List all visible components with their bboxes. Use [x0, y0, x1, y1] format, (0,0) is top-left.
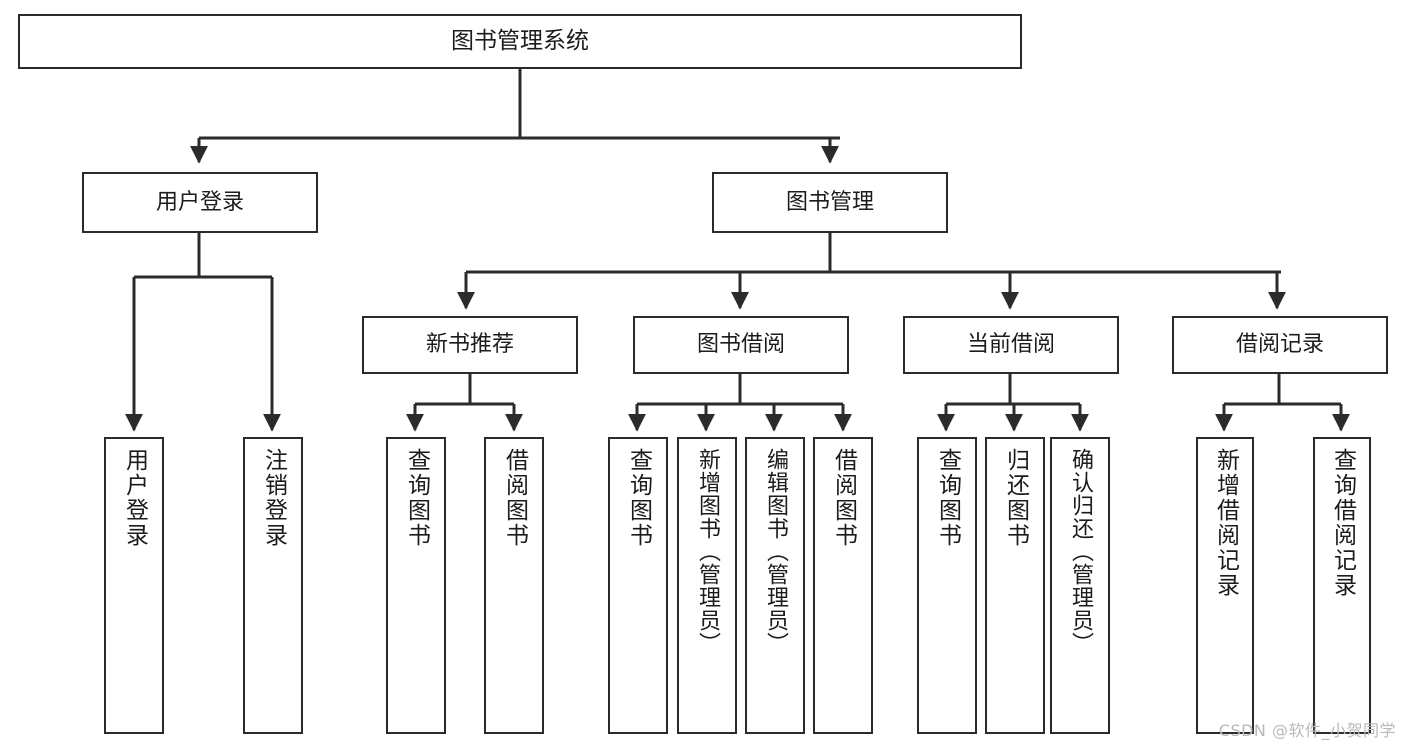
node-label: 新增图书（管理员）	[695, 448, 720, 655]
leaf-recommend-query-book[interactable]: 查询图书	[386, 437, 446, 734]
node-book-borrow[interactable]: 图书借阅	[633, 316, 849, 374]
node-borrow-records[interactable]: 借阅记录	[1172, 316, 1388, 374]
leaf-borrow-borrow-book[interactable]: 借阅图书	[813, 437, 873, 734]
node-label: 图书管理系统	[451, 27, 589, 54]
node-user-login[interactable]: 用户登录	[82, 172, 318, 233]
leaf-borrow-add-book-admin[interactable]: 新增图书（管理员）	[677, 437, 737, 734]
leaf-records-add-record[interactable]: 新增借阅记录	[1196, 437, 1254, 734]
node-label: 当前借阅	[966, 332, 1055, 358]
leaf-current-confirm-return-admin[interactable]: 确认归还（管理员）	[1050, 437, 1110, 734]
node-label: 确认归还（管理员）	[1068, 448, 1093, 655]
node-root-system[interactable]: 图书管理系统	[18, 14, 1022, 69]
node-label: 查询图书	[625, 448, 652, 548]
node-label: 查询借阅记录	[1329, 448, 1356, 598]
leaf-current-return-book[interactable]: 归还图书	[985, 437, 1045, 734]
leaf-user-login-logout[interactable]: 注销登录	[243, 437, 303, 734]
node-label: 注销登录	[260, 448, 287, 548]
node-label: 新增借阅记录	[1212, 448, 1239, 598]
node-label: 查询图书	[403, 448, 430, 548]
node-label: 用户登录	[121, 448, 148, 548]
node-new-book-recommend[interactable]: 新书推荐	[362, 316, 578, 374]
leaf-records-query-record[interactable]: 查询借阅记录	[1313, 437, 1371, 734]
node-label: 用户登录	[155, 189, 244, 215]
leaf-borrow-query-book[interactable]: 查询图书	[608, 437, 668, 734]
node-book-management[interactable]: 图书管理	[712, 172, 948, 233]
node-label: 归还图书	[1002, 448, 1029, 548]
leaf-current-query-book[interactable]: 查询图书	[917, 437, 977, 734]
leaf-recommend-borrow-book[interactable]: 借阅图书	[484, 437, 544, 734]
watermark: CSDN @软件_小贺同学	[1218, 721, 1396, 740]
leaf-borrow-edit-book-admin[interactable]: 编辑图书（管理员）	[745, 437, 805, 734]
node-label: 编辑图书（管理员）	[763, 448, 788, 655]
node-label: 借阅图书	[501, 448, 528, 548]
node-label: 新书推荐	[425, 332, 514, 358]
node-label: 查询图书	[934, 448, 961, 548]
node-label: 图书管理	[785, 189, 874, 215]
node-current-borrow[interactable]: 当前借阅	[903, 316, 1119, 374]
node-label: 图书借阅	[696, 332, 785, 358]
node-label: 借阅图书	[830, 448, 857, 548]
leaf-user-login-login[interactable]: 用户登录	[104, 437, 164, 734]
node-label: 借阅记录	[1235, 332, 1324, 358]
